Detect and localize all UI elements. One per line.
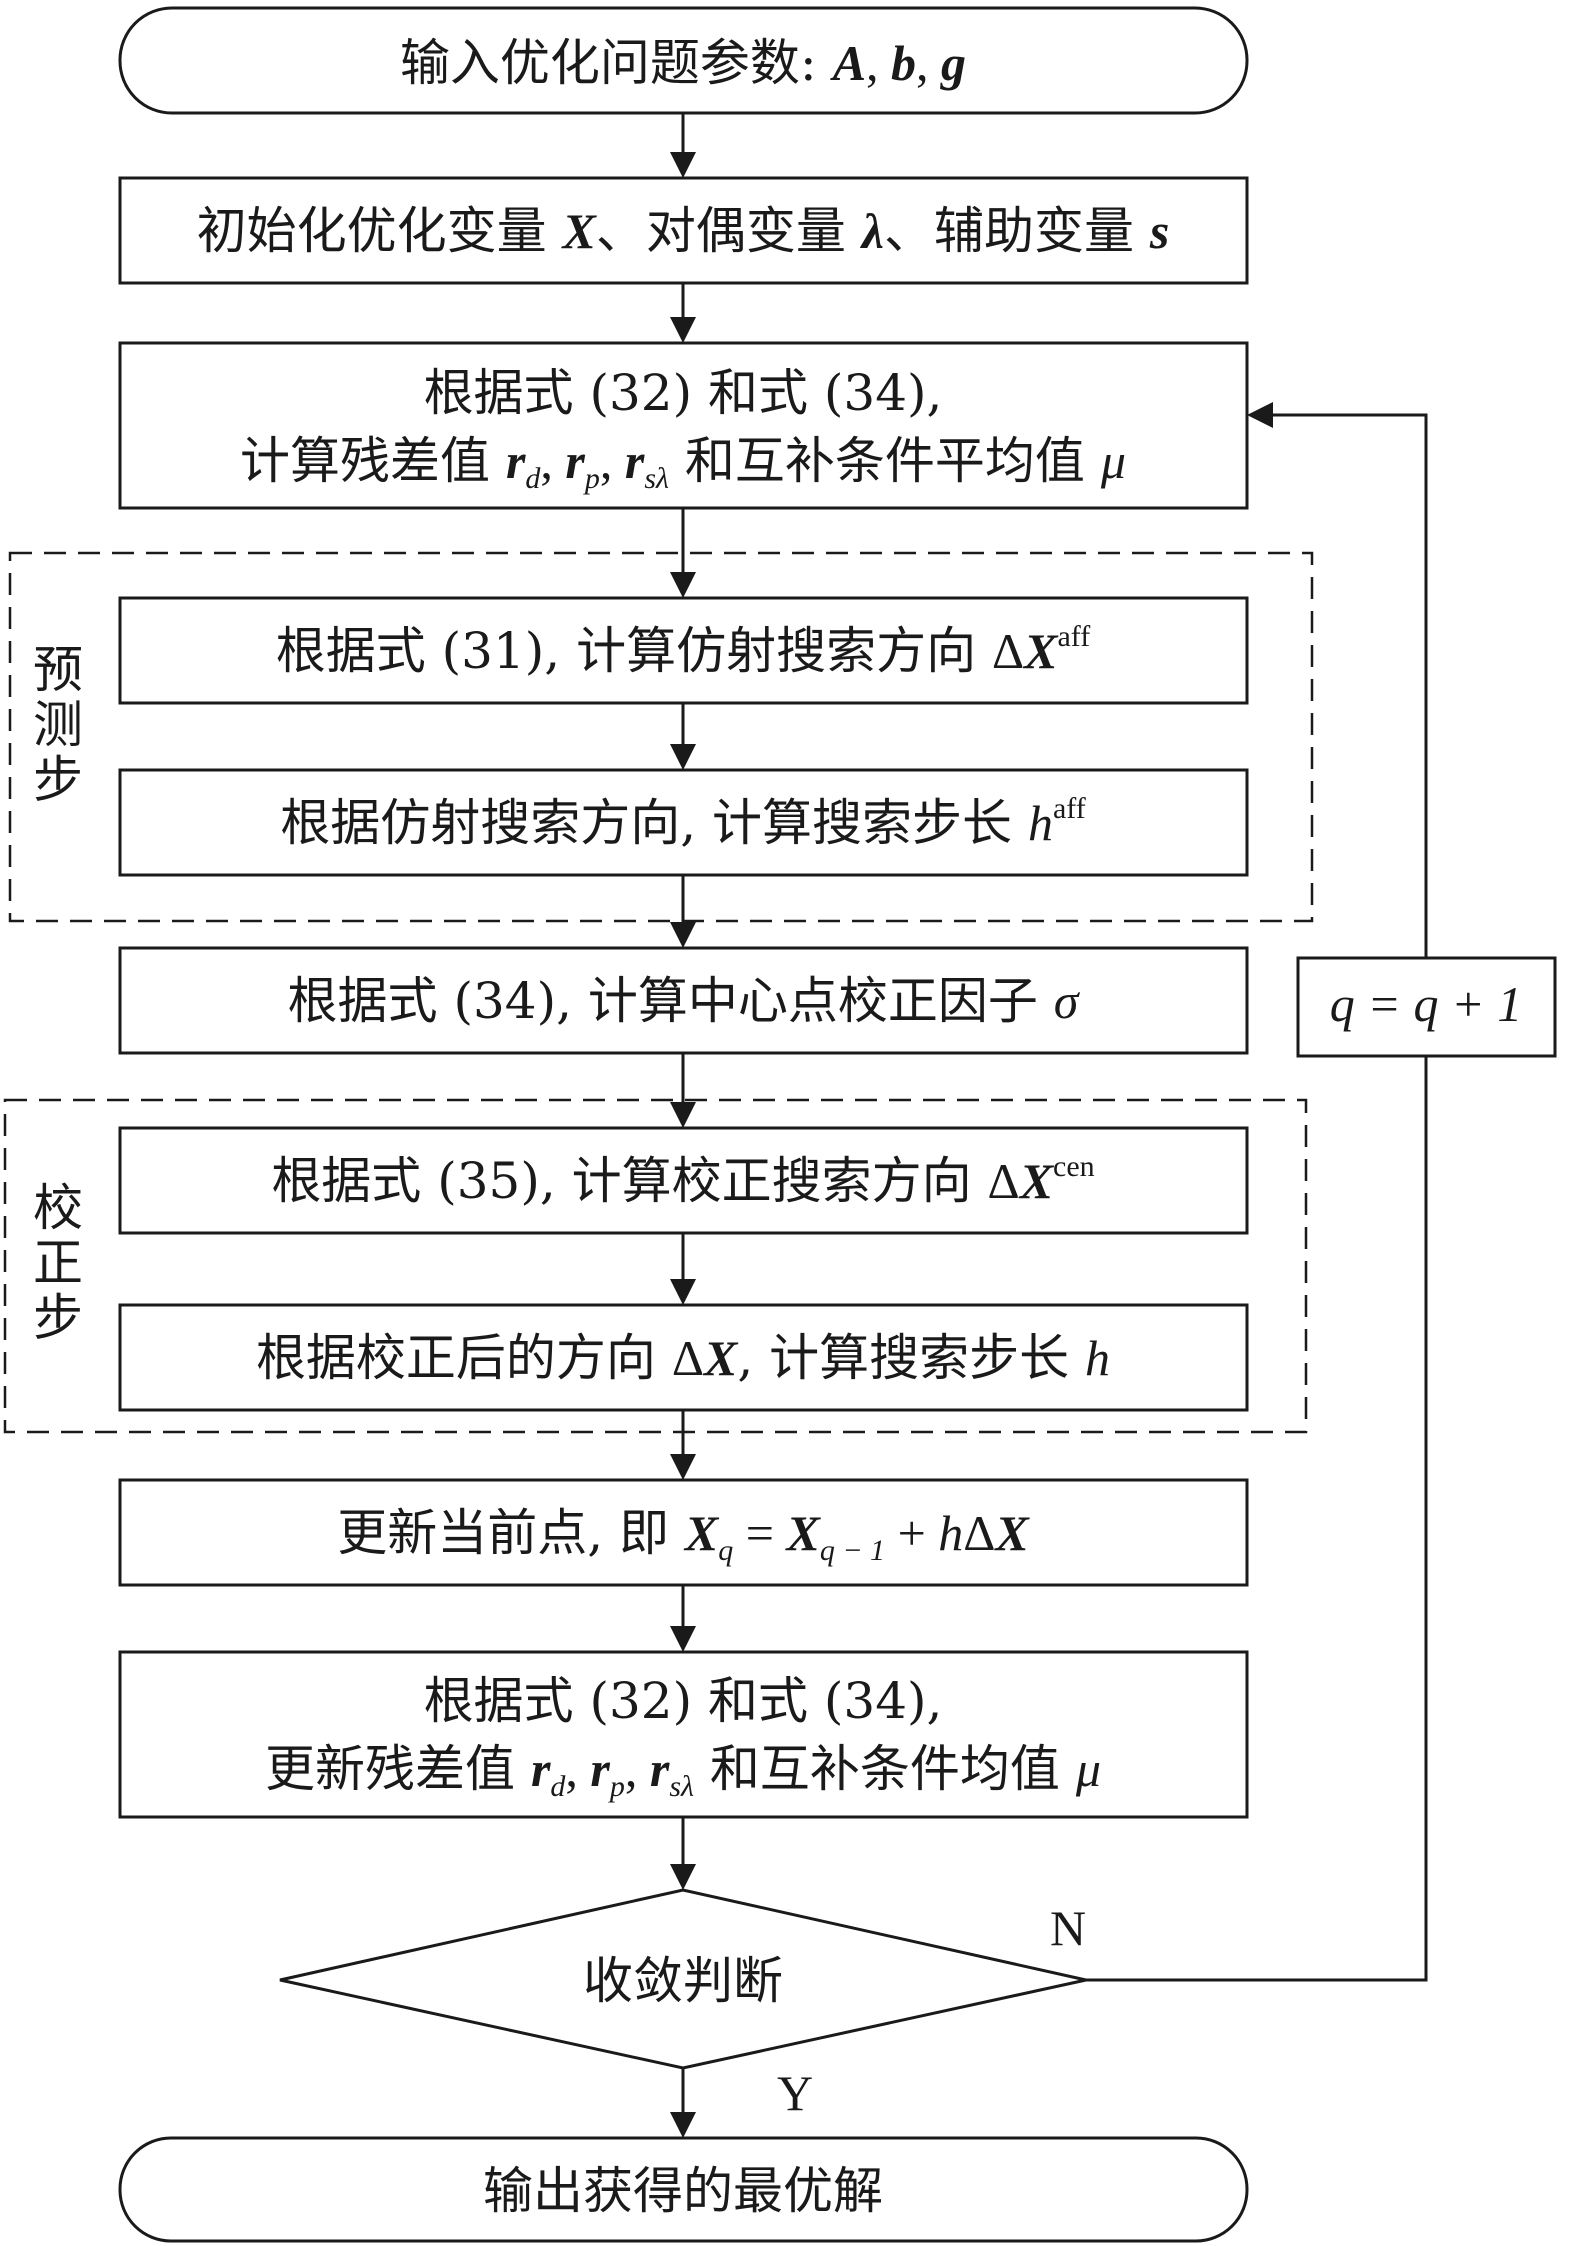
update-text: 更新当前点, 即 Xq = Xq − 1 + hΔX	[337, 1504, 1030, 1567]
center-step-box	[118, 1303, 1249, 1412]
end-terminal	[118, 2136, 1249, 2243]
predictor-label-2: 测	[33, 696, 83, 754]
edge-loop-residual	[1265, 413, 1428, 958]
edge-decision-loop	[1086, 1056, 1428, 1982]
predictor-group-box	[8, 551, 1314, 923]
arrowhead-affine-step	[670, 744, 696, 770]
arrowhead-decision-end	[670, 2112, 696, 2138]
residual-line2: 计算残差值 rd, rp, rsλ 和互补条件平均值 μ	[240, 432, 1126, 495]
arrowhead-sigma-center	[670, 1102, 696, 1128]
init-text: 初始化优化变量 X、对偶变量 λ、辅助变量 s	[197, 202, 1170, 260]
connectors	[670, 113, 1428, 2138]
center-step-text: 根据校正后的方向 ΔX, 计算搜索步长 h	[256, 1329, 1110, 1387]
start-text: 输入优化问题参数: A, b, g	[400, 34, 966, 92]
arrowhead-residual-affine	[670, 572, 696, 598]
arrowhead-loop-residual	[1247, 402, 1273, 428]
predictor-label-1: 预	[33, 641, 83, 699]
edge-label-yes: Y	[777, 2065, 813, 2121]
affine-direction-text: 根据式 (31), 计算仿射搜索方向 ΔXaff	[276, 620, 1091, 680]
arrowhead-residual-decision	[670, 1864, 696, 1890]
arrowhead-step-update	[670, 1454, 696, 1480]
update-residual-box	[118, 1650, 1249, 1819]
update-box	[118, 1478, 1249, 1587]
update-residual-line1: 根据式 (32) 和式 (34),	[424, 1672, 943, 1730]
affine-step-box	[118, 768, 1249, 877]
corrector-label-2: 正	[33, 1234, 83, 1292]
loop-counter-text: q = q + 1	[1330, 976, 1522, 1032]
center-direction-text: 根据式 (35), 计算校正搜索方向 ΔXcen	[271, 1150, 1094, 1210]
decision-text: 收敛判断	[583, 1952, 783, 2010]
init-box	[118, 176, 1249, 285]
affine-step-text: 根据仿射搜索方向, 计算搜索步长 haff	[280, 792, 1085, 852]
arrowhead-init-residual	[670, 317, 696, 343]
sigma-text: 根据式 (34), 计算中心点校正因子 σ	[288, 972, 1081, 1030]
arrowhead-update-residual	[670, 1626, 696, 1652]
sigma-box	[118, 946, 1249, 1055]
end-text: 输出获得的最优解	[483, 2162, 883, 2220]
edge-label-no: N	[1050, 1900, 1086, 1956]
center-direction-box	[118, 1126, 1249, 1235]
corrector-label-1: 校	[33, 1179, 83, 1237]
corrector-group-box	[3, 1098, 1308, 1434]
loop-counter-box	[1296, 956, 1557, 1058]
arrowhead-start-init	[670, 152, 696, 178]
residual-line1: 根据式 (32) 和式 (34),	[424, 364, 943, 422]
update-residual-line2: 更新残差值 rd, rp, rsλ 和互补条件均值 μ	[265, 1740, 1101, 1803]
corrector-label-3: 步	[33, 1289, 83, 1347]
predictor-label-3: 步	[33, 751, 83, 809]
arrowhead-center-step	[670, 1279, 696, 1305]
arrowhead-step-sigma	[670, 922, 696, 948]
affine-direction-box	[118, 596, 1249, 705]
